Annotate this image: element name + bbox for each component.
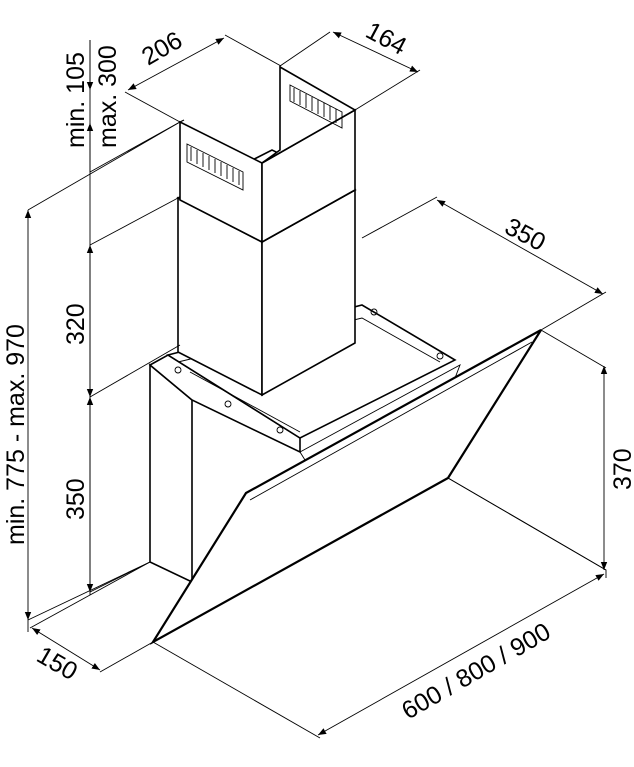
label-glass-height: 370 xyxy=(609,448,634,490)
dimension-lines xyxy=(24,31,608,739)
upper-chimney xyxy=(179,65,357,244)
vent-slots-left xyxy=(186,143,244,191)
label-chimney-depth: 164 xyxy=(361,17,411,61)
label-base-depth: 150 xyxy=(32,641,82,686)
label-extension-min: min. 105 xyxy=(62,52,90,148)
label-chimney-width: 206 xyxy=(137,26,187,71)
label-width-options: 600 / 800 / 900 xyxy=(397,618,555,726)
label-upper-chimney-height: 320 xyxy=(62,303,90,345)
label-hood-depth: 350 xyxy=(500,213,550,257)
label-total-height: min. 775 - max. 970 xyxy=(2,324,30,545)
label-lower-chimney-height: 350 xyxy=(62,478,90,520)
vent-slots-right xyxy=(289,84,343,129)
label-extension-max: max. 300 xyxy=(94,45,122,148)
